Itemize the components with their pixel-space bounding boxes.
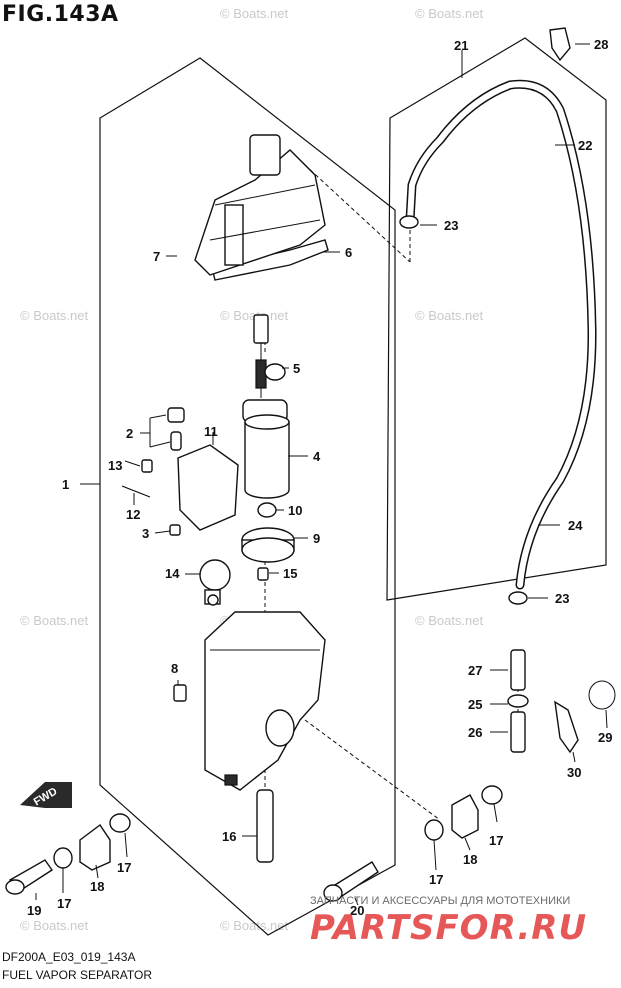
brand-tagline: ЗАПЧАСТИ И АКСЕССУАРЫ ДЛЯ МОТОТЕХНИКИ [310, 895, 571, 907]
callout-23b: 23 [555, 591, 569, 606]
filter-part-11 [177, 444, 239, 531]
callout-17a: 17 [117, 860, 131, 875]
callout-28: 28 [594, 37, 608, 52]
separator-bowl [204, 611, 326, 791]
screw-part-3 [169, 524, 181, 536]
callout-22: 22 [578, 138, 592, 153]
screw-part-13 [141, 459, 153, 473]
main-assembly-outline [99, 57, 396, 936]
pipe-part-26 [510, 711, 526, 753]
callout-14: 14 [165, 566, 180, 581]
fittings-left [5, 813, 131, 895]
callout-19: 19 [27, 903, 41, 918]
callout-26: 26 [468, 725, 482, 740]
callout-16: 16 [222, 829, 236, 844]
fwd-arrow-icon: FWD [20, 782, 72, 808]
callout-5: 5 [293, 361, 300, 376]
separator-cover [194, 134, 326, 276]
callout-24: 24 [568, 518, 583, 533]
callout-1: 1 [62, 477, 69, 492]
watermark: © Boats.net [220, 6, 289, 21]
callout-18a: 18 [90, 879, 104, 894]
watermark: © Boats.net [20, 308, 89, 323]
clamp-part-23 [508, 591, 528, 605]
callout-17c: 17 [429, 872, 443, 887]
callouts: 1 2 3 4 5 6 7 8 9 10 11 12 13 14 15 16 1… [27, 37, 612, 918]
callout-13: 13 [108, 458, 122, 473]
screw-part-15 [257, 567, 269, 581]
clip-part-30 [554, 700, 579, 754]
callout-21: 21 [454, 38, 468, 53]
callout-15: 15 [283, 566, 297, 581]
callout-6: 6 [345, 245, 352, 260]
figure-code: DF200A_E03_019_143A [2, 950, 136, 964]
watermark: © Boats.net [20, 613, 89, 628]
clip-part-28 [549, 27, 571, 62]
fitting-part-2 [167, 407, 185, 451]
grommet-part-10 [257, 502, 277, 518]
tube-part-16 [256, 789, 274, 863]
callout-17b: 17 [57, 896, 71, 911]
watermark: © Boats.net [415, 613, 484, 628]
pin-part-12 [121, 485, 151, 498]
leader-lines [35, 43, 608, 906]
guide-lines [264, 164, 519, 821]
watermark: © Boats.net [415, 308, 484, 323]
callout-29: 29 [598, 730, 612, 745]
callout-2: 2 [126, 426, 133, 441]
figure-caption: FUEL VAPOR SEPARATOR [2, 968, 153, 982]
ring-part-29 [588, 680, 616, 710]
callout-23a: 23 [444, 218, 458, 233]
watermark: © Boats.net [415, 6, 484, 21]
callout-12: 12 [126, 507, 140, 522]
valve-part-14 [199, 559, 231, 606]
clamp-part-25 [507, 694, 529, 708]
callout-7: 7 [153, 249, 160, 264]
callout-9: 9 [313, 531, 320, 546]
callout-17d: 17 [489, 833, 503, 848]
clamp-part-23 [399, 215, 419, 229]
callout-11: 11 [204, 424, 218, 439]
plate-part-9 [241, 527, 295, 563]
brand-logo: PARTSFOR.RU [310, 908, 588, 948]
fuel-pump-wire-part-5 [253, 314, 286, 398]
bolt-part-8 [173, 684, 187, 702]
callout-25: 25 [468, 697, 482, 712]
callout-20: 20 [350, 903, 364, 918]
callout-30: 30 [567, 765, 581, 780]
fuel-pump-part-4 [242, 399, 290, 499]
watermark: © Boats.net [220, 918, 289, 933]
callout-3: 3 [142, 526, 149, 541]
callout-4: 4 [313, 449, 321, 464]
figure-title: FIG.143A [2, 2, 119, 27]
fittings-right [323, 785, 503, 902]
vent-hose-parts-21-22-24 [405, 79, 597, 590]
callout-27: 27 [468, 663, 482, 678]
watermark: © Boats.net [20, 918, 89, 933]
hose-assembly-outline [386, 37, 607, 601]
pipe-part-27 [510, 649, 526, 691]
callout-10: 10 [288, 503, 302, 518]
callout-18b: 18 [463, 852, 477, 867]
callout-8: 8 [171, 661, 178, 676]
